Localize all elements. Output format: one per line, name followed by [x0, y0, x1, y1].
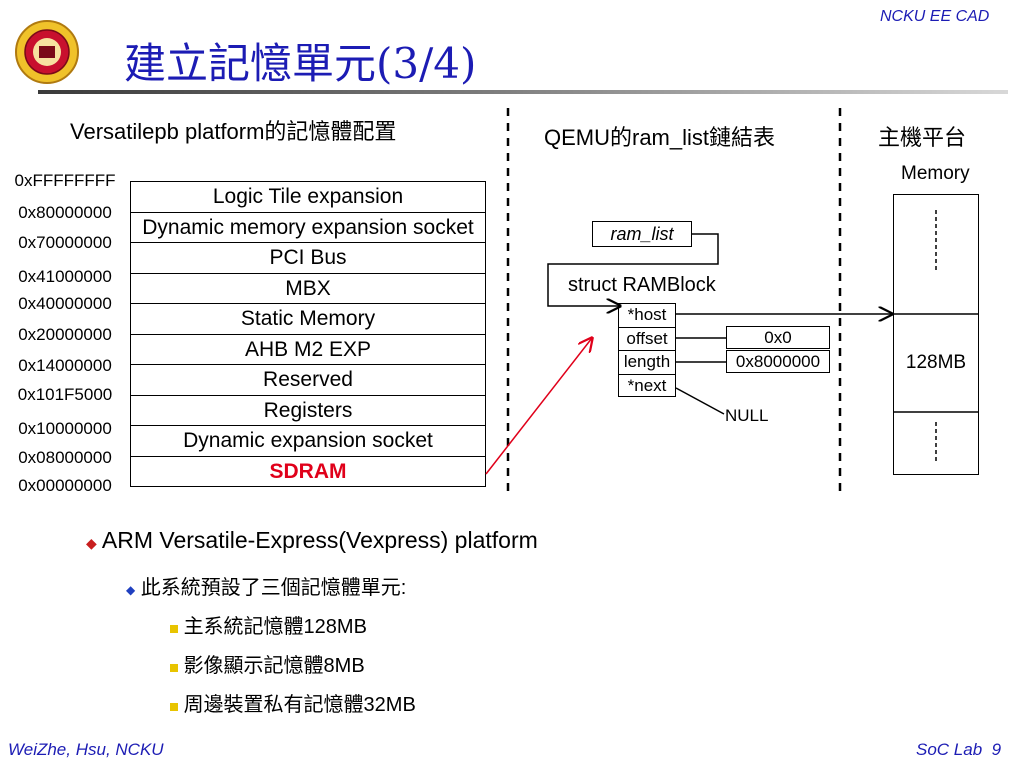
bullet-text: 周邊裝置私有記憶體32MB	[183, 694, 416, 716]
offset-value-box: 0x0	[726, 326, 830, 349]
address-label: 0x14000000	[18, 356, 112, 375]
diamond-bullet-icon: ◆	[86, 535, 97, 551]
ramblock-field-length: length	[619, 351, 675, 375]
footer-author: WeiZhe, Hsu, NCKU	[8, 740, 164, 759]
next-link	[675, 387, 725, 415]
memory-region: Static Memory	[131, 304, 485, 335]
bullet-text: 影像顯示記憶體8MB	[183, 655, 365, 677]
memory-region: Registers	[131, 396, 485, 426]
struct-ramblock-label: struct RAMBlock	[568, 274, 716, 296]
bullet-level2: ◆ 此系統預設了三個記憶體單元:	[126, 571, 406, 600]
address-label: 0xFFFFFFFF	[14, 171, 116, 190]
qemu-heading: QEMU的ram_list鏈結表	[544, 125, 776, 150]
memory-region: Dynamic expansion socket	[131, 426, 485, 457]
address-column: 0xFFFFFFFF 0x80000000 0x70000000 0x41000…	[4, 0, 126, 768]
address-label: 0x10000000	[18, 419, 112, 438]
title-divider	[38, 90, 1008, 94]
memory-region: AHB M2 EXP	[131, 335, 485, 365]
square-bullet-icon	[170, 664, 178, 672]
host-heading: 主機平台	[878, 125, 967, 150]
ram-list-box: ram_list	[592, 221, 692, 247]
memory-region-sdram: SDRAM	[269, 459, 347, 483]
memory-region: Reserved	[131, 365, 485, 396]
memory-map-table: Logic Tile expansion Dynamic memory expa…	[130, 181, 486, 487]
footer-page: SoC Lab 9	[916, 740, 1002, 759]
null-label: NULL	[725, 406, 769, 425]
bullet-level3: 周邊裝置私有記憶體32MB	[170, 688, 416, 717]
bullet-level3: 主系統記憶體128MB	[170, 610, 367, 639]
address-label: 0x08000000	[18, 448, 112, 467]
address-label: 0x41000000	[18, 267, 112, 286]
address-label: 0x70000000	[18, 233, 112, 252]
bullet-text: 此系統預設了三個記憶體單元:	[140, 577, 407, 599]
memory-map-heading: Versatilepb platform的記憶體配置	[70, 119, 397, 144]
length-value-box: 0x8000000	[726, 350, 830, 373]
sdram-arrow	[485, 338, 592, 475]
ramblock-struct: *host offset length *next	[618, 303, 676, 397]
slide-title: 建立記憶單元(3/4)	[124, 39, 477, 88]
address-label: 0x40000000	[18, 294, 112, 313]
bullet-text: ARM Versatile-Express(Vexpress) platform	[101, 527, 538, 553]
host-memory-size: 128MB	[905, 352, 967, 373]
bullet-level3: 影像顯示記憶體8MB	[170, 649, 365, 678]
address-label: 0x80000000	[18, 203, 112, 222]
host-memory-label: Memory	[901, 163, 970, 184]
address-label: 0x101F5000	[17, 385, 113, 404]
memory-region: Logic Tile expansion	[131, 182, 485, 213]
square-bullet-icon	[170, 703, 178, 711]
ramblock-field-host: *host	[619, 304, 675, 328]
header-org: NCKU EE CAD	[880, 8, 990, 25]
memory-region: MBX	[131, 274, 485, 304]
square-bullet-icon	[170, 625, 178, 633]
diamond-bullet-icon: ◆	[126, 583, 136, 597]
memory-region: PCI Bus	[131, 243, 485, 274]
address-label: 0x00000000	[18, 476, 112, 495]
address-label: 0x20000000	[18, 325, 112, 344]
ramlist-arrow	[547, 233, 719, 306]
ramblock-field-next: *next	[627, 376, 667, 396]
university-logo	[14, 8, 80, 88]
bullet-level1: ◆ ARM Versatile-Express(Vexpress) platfo…	[86, 527, 538, 554]
host-memory-block	[893, 194, 979, 475]
memory-region: Dynamic memory expansion socket	[131, 213, 485, 243]
bullet-text: 主系統記憶體128MB	[183, 616, 367, 638]
ramblock-field-offset: offset	[619, 328, 675, 351]
